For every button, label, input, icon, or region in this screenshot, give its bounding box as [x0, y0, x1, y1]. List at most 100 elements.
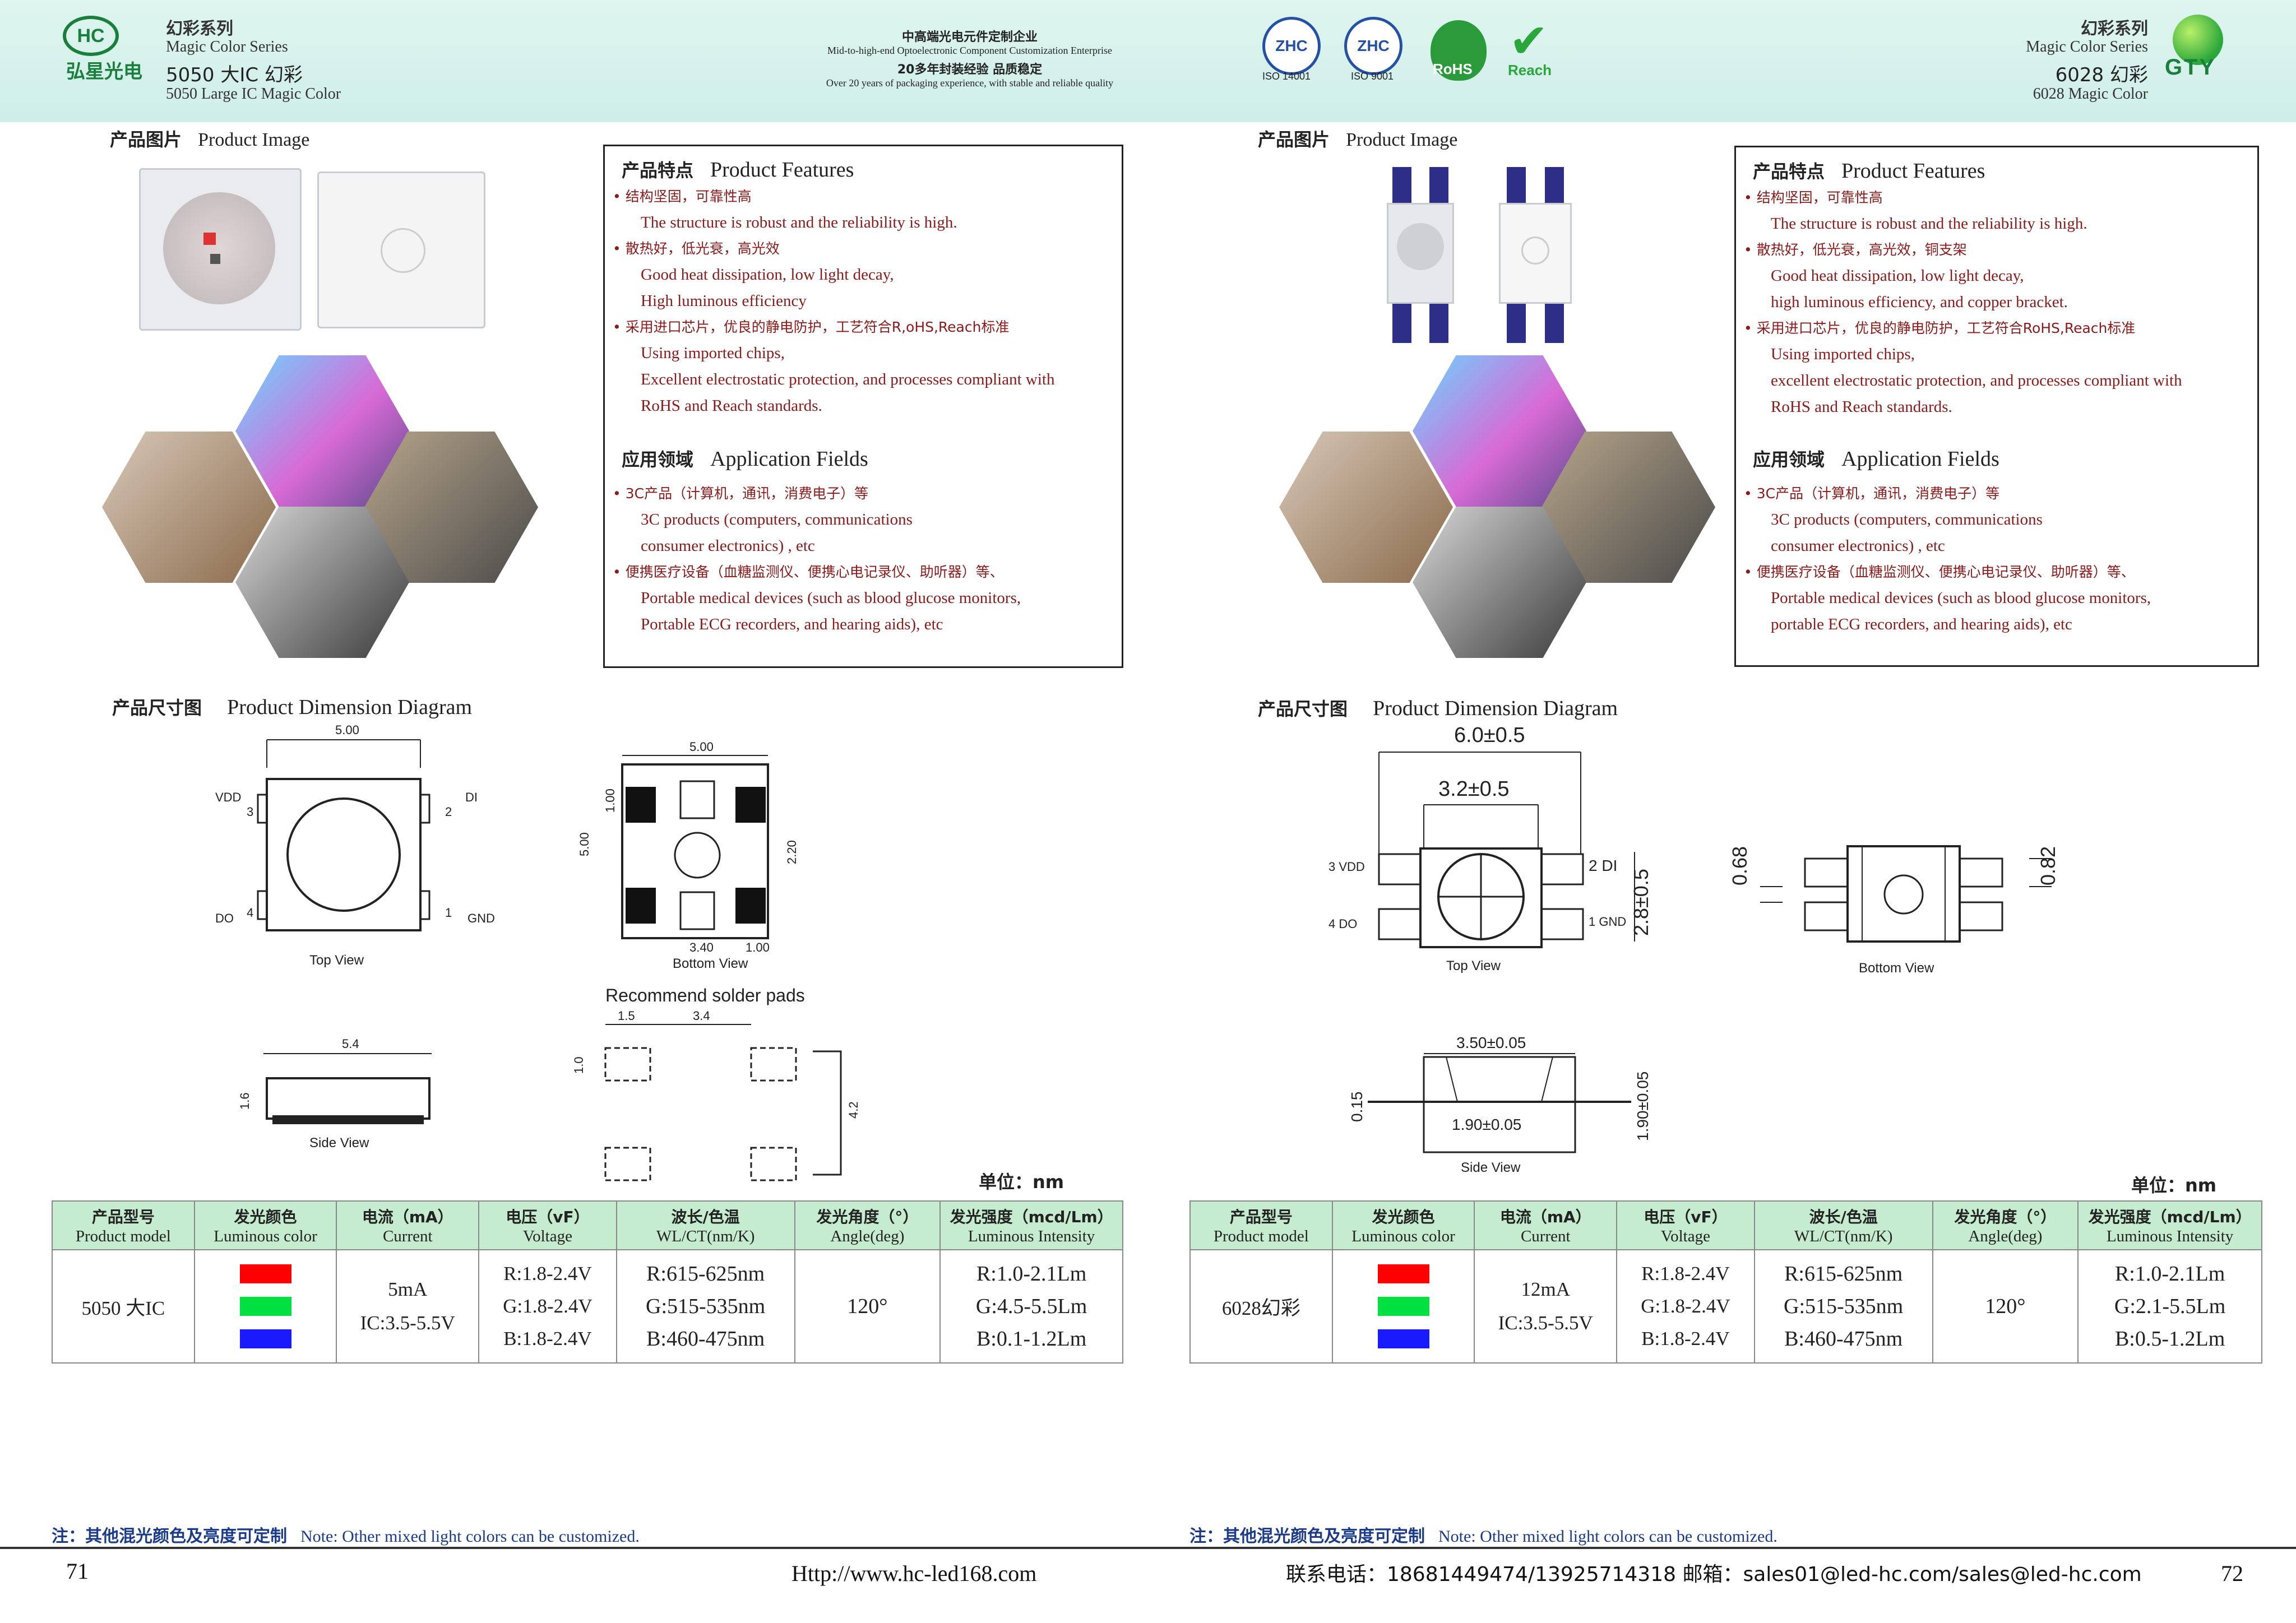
app-1-cn: • 3C产品（计算机，通讯，消费电子）等	[613, 485, 869, 502]
blue-swatch	[1377, 1329, 1429, 1348]
reach-label: Reach	[1508, 62, 1552, 78]
red-swatch	[1377, 1264, 1429, 1283]
right-side-height-label: 1.90±0.05	[1634, 1072, 1651, 1141]
right-side-view-diagram: 3.50±0.05 1.90±0.05 0.15 1.90±0.05	[1348, 1034, 1651, 1153]
app-1-en-2-right: consumer electronics) , etc	[1771, 537, 1945, 555]
right-side-bottom-label: 1.90±0.05	[1452, 1116, 1521, 1133]
right-pin-vdd-label: 3 VDD	[1328, 860, 1365, 874]
header-intensity: 发光强度（mcd/Lm）Luminous Intensity	[939, 1200, 1123, 1250]
features-list: • 结构坚固，可靠性高 The structure is robust and …	[613, 186, 1112, 415]
brand-name: 弘星光电	[66, 61, 142, 83]
app-2-en-2: Portable ECG recorders, and hearing aids…	[641, 615, 943, 633]
features-list-right: • 结构坚固，可靠性高 The structure is robust and …	[1744, 187, 2248, 416]
iso9001-badge: ZHC	[1344, 17, 1402, 75]
header-current: 电流（mA）Current	[1474, 1200, 1618, 1250]
header-current: 电流（mA）Current	[336, 1200, 480, 1250]
solder-34-label: 3.4	[693, 1009, 710, 1023]
left-model-en: 5050 Large IC Magic Color	[166, 85, 341, 103]
right-pin-gnd-label: 1 GND	[1589, 915, 1626, 929]
page-header: HC 弘星光电 幻彩系列 Magic Color Series 5050 大IC…	[0, 0, 2296, 122]
app-2-en-1-right: Portable medical devices (such as blood …	[1771, 589, 2151, 607]
green-swatch	[1377, 1297, 1429, 1316]
feature-2-cn-right: • 散热好，低光衰，高光效，铜支架	[1744, 242, 1967, 258]
air-fryer-photo-right	[1279, 432, 1453, 583]
pin-do-label: DO	[215, 911, 234, 925]
feature-2-cn: • 散热好，低光衰，高光效	[613, 240, 780, 257]
right-width-label: 6.0±0.5	[1454, 724, 1525, 747]
website-link[interactable]: Http://www.hc-led168.com	[791, 1561, 1037, 1586]
left-unit-label: 单位：nm	[979, 1171, 1064, 1193]
feature-1-cn-right: • 结构坚固，可靠性高	[1744, 189, 1883, 206]
cell-model: 5050 大IC	[52, 1249, 195, 1364]
feature-3-en-2-right: excellent electrostatic protection, and …	[1771, 372, 2182, 389]
pin-gnd-label: GND	[467, 911, 495, 925]
applications-list-right: • 3C产品（计算机，通讯，消费电子）等 3C products (comput…	[1744, 483, 2248, 634]
right-bottom-view-diagram: 0.68 0.82	[1728, 845, 2059, 943]
right-top-view-label: Top View	[1446, 958, 1501, 973]
iso14001-label: ISO 14001	[1262, 71, 1311, 82]
solder-pads-diagram: 1.5 3.4 1.0 4.2	[572, 1009, 858, 1181]
right-unit-label: 单位：nm	[2131, 1175, 2217, 1196]
left-model: 5050 大IC 幻彩	[166, 64, 303, 86]
feature-3-cn-right: • 采用进口芯片，优良的静电防护，工艺符合RoHS,Reach标准	[1744, 320, 2136, 336]
right-side-top-label: 3.50±0.05	[1456, 1034, 1526, 1051]
bottom-100-label: 1.00	[746, 940, 770, 954]
app-1-en-1: 3C products (computers, communications	[641, 511, 913, 528]
led-6028-back-photo	[1499, 167, 1572, 346]
app-1-en-2: consumer electronics) , etc	[641, 537, 815, 555]
cell-angle: 120°	[1932, 1249, 2079, 1364]
center-tagline-en-1: Mid-to-high-end Optoelectronic Component…	[827, 45, 1112, 56]
blue-swatch	[239, 1329, 291, 1348]
left-top-view-diagram: 5.00 VDD 3 DI 2 DO 4 GND 1	[215, 723, 495, 931]
feature-2-en-2: High luminous efficiency	[641, 292, 807, 310]
side-width-label: 5.4	[342, 1037, 359, 1051]
right-side-view-label: Side View	[1461, 1160, 1521, 1175]
right-top-view-diagram: 6.0±0.5 3.2±0.5 3 VDD 4 DO 2 DI 1 GND 2.…	[1328, 724, 1652, 948]
contact-info: 联系电话：18681449474/13925714318 邮箱：sales01@…	[1286, 1563, 2142, 1586]
pin-2-label: 2	[445, 805, 452, 819]
cell-color-swatches	[193, 1249, 337, 1364]
rohs-label: RoHS	[1433, 61, 1473, 77]
solder-15-label: 1.5	[618, 1009, 635, 1023]
iso9001-label: ISO 9001	[1351, 71, 1394, 82]
iso14001-badge: ZHC	[1262, 17, 1321, 75]
pin-4-label: 4	[247, 906, 253, 920]
right-side-015-label: 0.15	[1348, 1092, 1365, 1123]
feature-2-en-1-right: Good heat dissipation, low light decay,	[1771, 267, 2024, 285]
door-lock-photo-right	[1413, 507, 1586, 658]
side-height-label: 1.6	[238, 1092, 252, 1110]
app-2-en-1: Portable medical devices (such as blood …	[641, 589, 1021, 607]
pin-3-label: 3	[247, 805, 253, 819]
gty-logo-icon	[2173, 15, 2223, 65]
green-swatch	[239, 1297, 291, 1316]
feature-3-en-2: Excellent electrostatic protection, and …	[641, 370, 1055, 388]
feature-2-en-1: Good heat dissipation, low light decay,	[641, 266, 894, 284]
pin-1-label: 1	[445, 906, 452, 920]
applications-list: • 3C产品（计算机，通讯，消费电子）等 3C products (comput…	[613, 483, 1112, 634]
feature-3-en-3: RoHS and Reach standards.	[641, 397, 822, 415]
center-tagline-en-2: Over 20 years of packaging experience, w…	[826, 77, 1114, 89]
bottom-height-label: 5.00	[577, 832, 591, 856]
left-series-cn: 幻彩系列	[166, 19, 233, 39]
feature-1-en-right: The structure is robust and the reliabil…	[1771, 215, 2087, 233]
left-bottom-view-label: Bottom View	[673, 956, 748, 971]
rohs-leaf-icon	[1431, 20, 1487, 81]
red-swatch	[239, 1264, 291, 1283]
